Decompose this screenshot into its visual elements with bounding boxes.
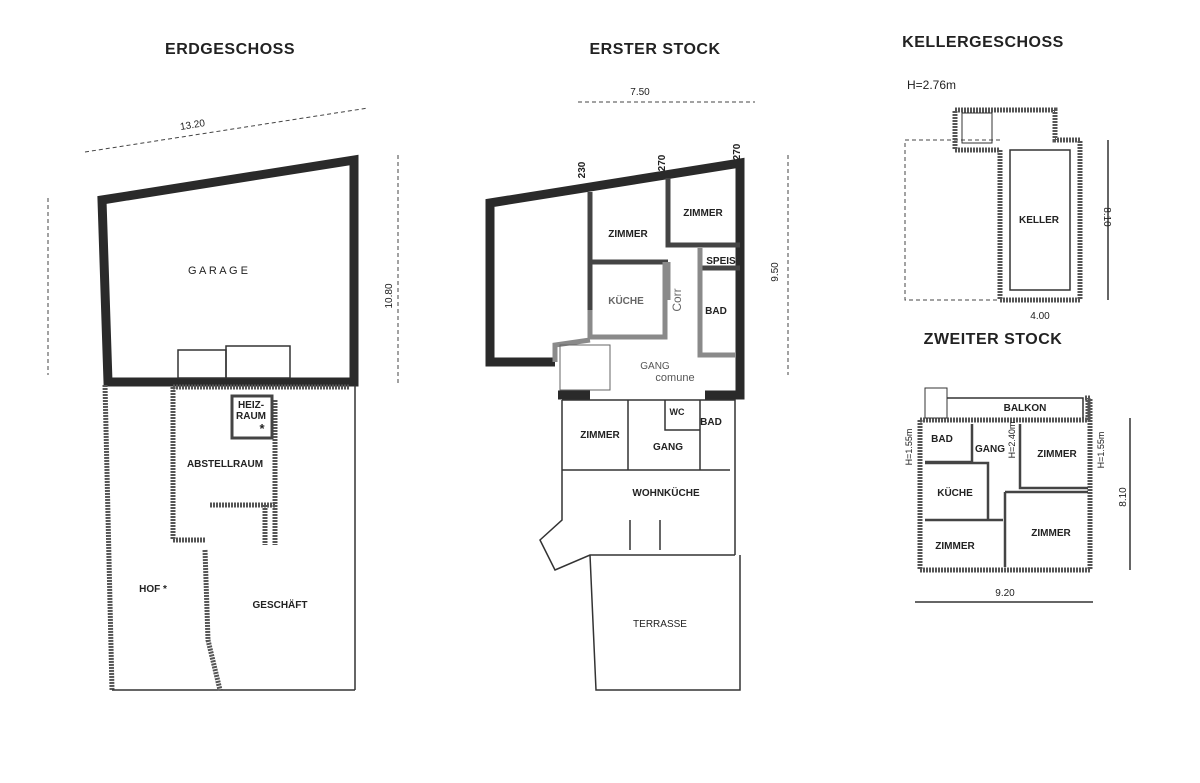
height-right: H=1.55m — [1096, 432, 1106, 469]
room-zimmer-2: ZIMMER — [1031, 528, 1071, 539]
keller-walls — [952, 107, 1083, 303]
room-zimmer-1: ZIMMER — [608, 229, 648, 240]
terrasse-outline — [589, 554, 741, 691]
stairs — [559, 344, 611, 391]
dim-line-top — [84, 107, 369, 153]
keller-room — [1009, 149, 1071, 291]
lower-walls — [539, 399, 736, 571]
height-270-a: 270 — [657, 154, 668, 171]
basement-height: H=2.76m — [907, 78, 956, 92]
room-gang: GANG — [975, 444, 1005, 455]
title-kellergeschoss: KELLERGESCHOSS — [902, 34, 1064, 51]
stairs — [924, 387, 948, 419]
room-gang-1: GANG — [640, 361, 670, 372]
room-bad: BAD — [931, 434, 953, 445]
title-erster-stock: ERSTER STOCK — [589, 41, 720, 58]
room-zimmer-3: ZIMMER — [580, 430, 620, 441]
room-zimmer-2: ZIMMER — [683, 208, 723, 219]
height-230: 230 — [577, 161, 588, 178]
dim-bottom: 4.00 — [1030, 311, 1050, 322]
grey-walls — [552, 248, 735, 362]
basement-stairs — [961, 112, 993, 144]
room-bad-1: BAD — [705, 306, 727, 317]
room-wc: WC — [670, 407, 685, 417]
room-speis: SPEIS — [706, 256, 736, 267]
room-keller: KELLER — [1019, 215, 1060, 226]
dim-right: 9.50 — [770, 262, 781, 282]
dim-top: 7.50 — [630, 87, 650, 98]
plan-kellergeschoss: H=2.76m KELLER 8.10 4.00 — [904, 78, 1112, 322]
hof-wall — [102, 384, 115, 691]
room-abstellraum: ABSTELLRAUM — [187, 459, 263, 470]
inner-walls — [587, 178, 740, 310]
heizraum-mark: * — [259, 421, 265, 436]
dim-right: 8.10 — [1118, 487, 1129, 507]
dim-right: 8.10 — [1101, 207, 1112, 227]
room-geschaeft: GESCHÄFT — [253, 598, 308, 611]
heizraum-walls — [230, 394, 274, 440]
height-middle: H=2.40m — [1007, 422, 1017, 459]
room-garage: G A R A G E — [188, 265, 248, 277]
room-corr: Corr — [670, 288, 684, 311]
abstellraum-walls — [170, 384, 350, 545]
room-zimmer-1: ZIMMER — [1037, 449, 1077, 460]
dim-bottom: 9.20 — [995, 588, 1015, 599]
dim-top: 13.20 — [179, 118, 206, 133]
inner-walls — [925, 424, 1088, 567]
room-terrasse: TERRASSE — [633, 619, 687, 630]
stairs-left — [177, 349, 227, 379]
room-wohnkueche: WOHNKÜCHE — [632, 486, 700, 499]
room-balkon: BALKON — [1004, 403, 1047, 414]
shop-window-wall — [202, 549, 223, 691]
room-kueche: KÜCHE — [608, 294, 644, 307]
plan-zweiter-stock: BALKON BAD GANG ZIMMER KÜCHE ZIMMER ZIMM… — [904, 387, 1131, 603]
room-gang-2: GANG — [653, 442, 683, 453]
room-heizraum-2: RAUM — [236, 411, 266, 422]
stairs-right — [225, 345, 291, 379]
room-zimmer-3: ZIMMER — [935, 541, 975, 552]
dim-right: 10.80 — [384, 283, 395, 308]
room-kueche: KÜCHE — [937, 486, 973, 499]
plan-erdgeschoss: 13.20 10.80 G A R A G E HEIZ- RAUM * ABS… — [47, 107, 399, 691]
unexcavated-outline — [904, 139, 1000, 301]
room-bad-2: BAD — [700, 417, 722, 428]
outer-walls — [917, 395, 1093, 573]
title-erdgeschoss: ERDGESCHOSS — [165, 41, 295, 58]
plan-erster-stock: 7.50 9.50 230 270 270 ZIMMER ZIMMER SPEI… — [485, 87, 789, 691]
room-hof: HOF * — [139, 584, 167, 595]
title-zweiter-stock: ZWEITER STOCK — [924, 331, 1063, 348]
balcony-outline — [947, 397, 1084, 418]
room-comune: comune — [655, 372, 694, 384]
room-heizraum-1: HEIZ- — [238, 400, 264, 411]
garage-walls — [97, 154, 359, 387]
height-270-b: 270 — [732, 143, 743, 160]
height-left: H=1.55m — [904, 429, 914, 466]
